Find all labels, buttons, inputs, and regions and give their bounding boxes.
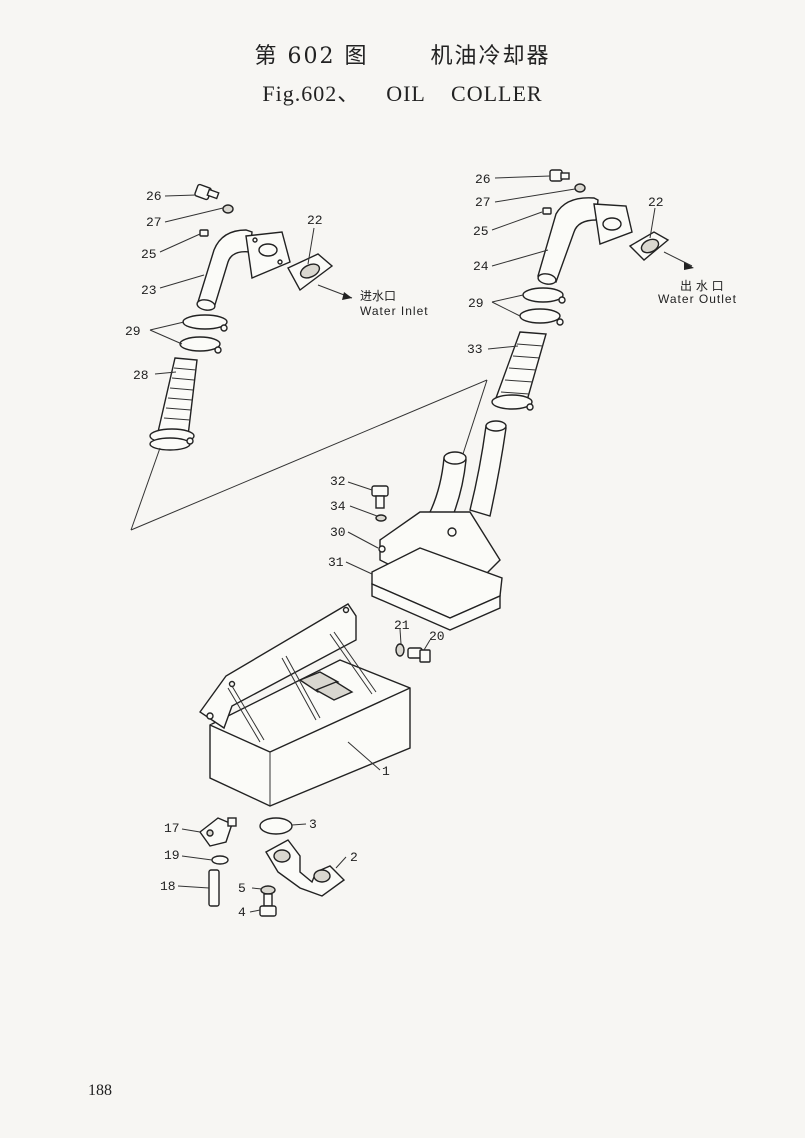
callout-33: 33 bbox=[467, 342, 483, 357]
callout-26-right: 26 bbox=[475, 172, 491, 187]
outlet-leader bbox=[663, 251, 693, 267]
callout-5: 5 bbox=[238, 881, 246, 896]
callout-3: 3 bbox=[309, 817, 317, 832]
callout-17: 17 bbox=[164, 821, 180, 836]
bolt-4 bbox=[259, 893, 277, 917]
elbow-pipe-24 bbox=[537, 197, 633, 285]
callout-1: 1 bbox=[382, 764, 390, 779]
bolt-20 bbox=[407, 647, 431, 663]
figure-title-cn: 第 602 图 机油冷却器 bbox=[0, 38, 805, 70]
water-inlet-en: Water Inlet bbox=[360, 304, 429, 318]
callout-21: 21 bbox=[394, 618, 410, 633]
hose-clamps-29-left bbox=[179, 314, 228, 354]
bolt-25-left bbox=[199, 229, 209, 237]
pin-18 bbox=[208, 869, 220, 907]
water-outlet-cn: 出 水 口 bbox=[680, 279, 724, 293]
outlet-arrow-icon bbox=[684, 262, 694, 270]
washer-34 bbox=[375, 514, 387, 522]
callout-26-left: 26 bbox=[146, 189, 162, 204]
washer-27-left bbox=[222, 204, 234, 214]
valve-body-17 bbox=[199, 817, 237, 847]
washer-5 bbox=[260, 885, 276, 895]
callout-19: 19 bbox=[164, 848, 180, 863]
callout-24: 24 bbox=[473, 259, 489, 274]
water-outlet-label: 出 水 口 Water Outlet bbox=[658, 279, 737, 306]
callout-29-left: 29 bbox=[125, 324, 141, 339]
callout-30: 30 bbox=[330, 525, 346, 540]
callout-34: 34 bbox=[330, 499, 346, 514]
bolt-26-right bbox=[549, 169, 570, 182]
callout-25-left: 25 bbox=[141, 247, 157, 262]
figure-title-en: Fig.602、 OIL COLLER bbox=[262, 81, 543, 106]
callout-20: 20 bbox=[429, 629, 445, 644]
callout-23: 23 bbox=[141, 283, 157, 298]
bolt-32 bbox=[371, 485, 389, 509]
outlet-elbow-assembly bbox=[491, 169, 694, 411]
page-number: 188 bbox=[88, 1082, 112, 1099]
assembly-guide-lines bbox=[130, 379, 488, 531]
oil-cooler-body-1 bbox=[199, 603, 411, 807]
hose-33 bbox=[491, 331, 547, 411]
bolt-25-right bbox=[542, 207, 552, 215]
callout-25-right: 25 bbox=[473, 224, 489, 239]
elbow-tube-2 bbox=[265, 839, 346, 897]
callout-22-right: 22 bbox=[648, 195, 664, 210]
callout-18: 18 bbox=[160, 879, 176, 894]
callout-27-left: 27 bbox=[146, 215, 162, 230]
callout-2: 2 bbox=[350, 850, 358, 865]
washer-21 bbox=[395, 643, 405, 657]
bolt-26-left bbox=[194, 183, 220, 201]
water-outlet-en: Water Outlet bbox=[658, 292, 737, 306]
cooler-cover-assembly bbox=[371, 420, 507, 631]
water-inlet-label: 进水口 Water Inlet bbox=[360, 289, 429, 318]
callout-22-left: 22 bbox=[307, 213, 323, 228]
inlet-elbow-assembly bbox=[149, 183, 353, 451]
flange-gasket-22-left bbox=[287, 253, 334, 292]
callout-31: 31 bbox=[328, 555, 344, 570]
callout-4: 4 bbox=[238, 905, 246, 920]
inlet-arrow-icon bbox=[342, 292, 352, 300]
elbow-pipe-23 bbox=[196, 229, 291, 311]
callout-29-right: 29 bbox=[468, 296, 484, 311]
figure-name-cn: 机油冷却器 bbox=[430, 44, 551, 69]
o-ring-3 bbox=[259, 817, 293, 835]
hose-clamps-29-right bbox=[519, 287, 566, 326]
callout-28: 28 bbox=[133, 368, 149, 383]
figure-number-cn: 第 602 图 bbox=[254, 44, 369, 69]
callout-27-right: 27 bbox=[475, 195, 491, 210]
hose-28 bbox=[149, 357, 198, 451]
flange-gasket-22-right bbox=[628, 231, 670, 261]
callout-leaders bbox=[149, 175, 656, 913]
washer-27-right bbox=[574, 183, 586, 193]
water-inlet-cn: 进水口 bbox=[360, 289, 396, 303]
cover-outlet-pipe bbox=[469, 425, 507, 517]
callout-32: 32 bbox=[330, 474, 346, 489]
clip-19 bbox=[211, 855, 229, 865]
callout-numbers: 26 27 25 23 22 29 28 26 27 25 24 22 29 3… bbox=[125, 172, 664, 920]
